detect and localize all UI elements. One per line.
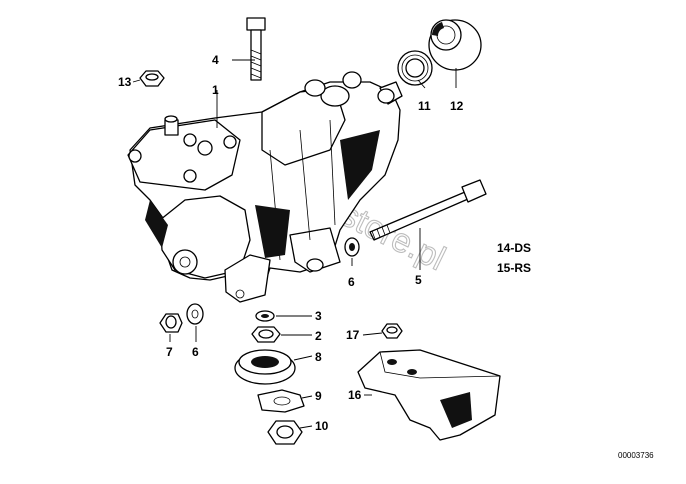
variant-notes: 14-DS 15-RS <box>497 241 531 275</box>
callout-13: 13 <box>118 75 132 89</box>
bracket-part-16 <box>357 349 501 441</box>
nut-part-2 <box>251 326 281 343</box>
callout-9: 9 <box>315 389 322 403</box>
nut-part-10 <box>267 420 303 445</box>
callout-2: 2 <box>315 329 322 343</box>
callout-labels: 4 13 1 11 12 5 6 3 2 8 9 10 7 6 17 16 <box>118 53 464 433</box>
lock-plate-part-9 <box>257 389 305 413</box>
washer-part-6-right <box>344 237 360 257</box>
leader-lines <box>132 59 457 429</box>
washer-part-3 <box>255 310 275 322</box>
nut-part-13 <box>139 70 165 87</box>
washer-part-6-left <box>186 303 204 325</box>
seal-part-8 <box>234 349 296 385</box>
callout-12: 12 <box>450 99 464 113</box>
callout-4: 4 <box>212 53 219 67</box>
callout-11: 11 <box>418 99 431 113</box>
callout-16: 16 <box>348 388 362 402</box>
callout-5: 5 <box>415 273 422 287</box>
callout-6-left: 6 <box>192 345 199 359</box>
boot-part-12 <box>428 19 482 71</box>
nut-part-7 <box>159 313 183 333</box>
diagram-id: 00003736 <box>618 451 654 460</box>
nut-part-17 <box>381 323 403 339</box>
variant-note-rs: 15-RS <box>497 261 531 275</box>
callout-6-right: 6 <box>348 275 355 289</box>
callout-3: 3 <box>315 309 322 323</box>
steering-gear-box <box>127 71 403 303</box>
callout-8: 8 <box>315 350 322 364</box>
callout-17: 17 <box>346 328 360 342</box>
callout-1: 1 <box>212 83 219 97</box>
variant-note-ds: 14-DS <box>497 241 531 255</box>
seal-part-11 <box>397 50 433 86</box>
callout-7: 7 <box>166 345 173 359</box>
bolt-part-4 <box>246 17 266 81</box>
callout-10: 10 <box>315 419 329 433</box>
bolt-part-5 <box>369 179 487 241</box>
